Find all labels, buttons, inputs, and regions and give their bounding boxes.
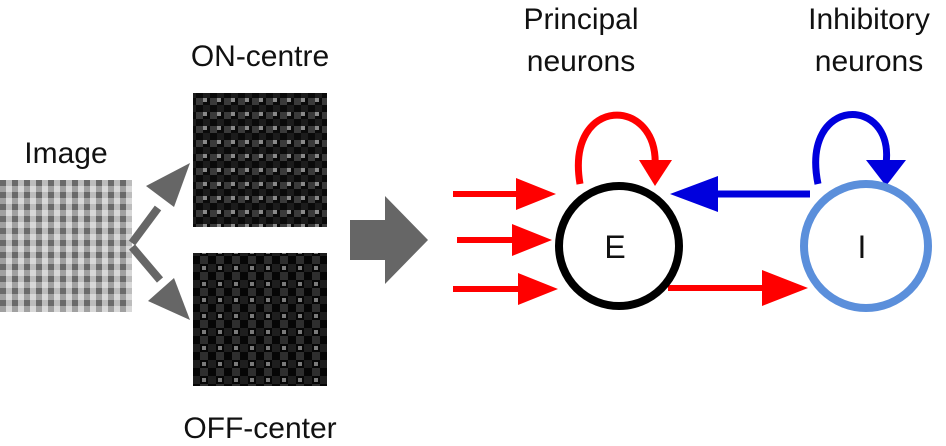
on-centre-label: ON-centre [191, 40, 329, 73]
excitatory-recurrent-arrowhead [639, 160, 672, 186]
input-arrows [453, 178, 558, 305]
input-image-patch [0, 180, 132, 312]
excitatory-node-label: E [604, 229, 625, 265]
split-arrow-head-down [148, 278, 190, 320]
principal-neurons-label-1: Principal [523, 3, 638, 36]
inhibitory-recurrent-loop [812, 111, 891, 185]
inhibitory-node [800, 180, 932, 312]
split-arrows [128, 163, 190, 320]
input-arrow-head [512, 224, 552, 256]
principal-neurons-label-2: neurons [527, 45, 635, 78]
split-arrow-shaft-down [128, 244, 164, 283]
inhibitory-neurons-label-2: neurons [815, 45, 923, 78]
image-label: Image [24, 137, 107, 170]
input-arrow-head [516, 178, 556, 210]
off-center-label: OFF-center [183, 412, 336, 445]
input-arrow-head [518, 273, 558, 305]
split-arrow-shaft [128, 205, 162, 246]
on-centre-patch [193, 93, 327, 227]
flow-arrow [350, 196, 428, 284]
excitatory-node [555, 182, 683, 310]
excitatory-recurrent-loop [574, 111, 659, 185]
e-to-i-arrowhead [762, 270, 808, 306]
split-arrow-head-up [146, 163, 190, 207]
inhibitory-neurons-label-1: Inhibitory [808, 3, 930, 36]
off-center-patch [193, 253, 327, 386]
inhibitory-recurrent-arrowhead [866, 160, 906, 186]
inhibitory-node-label: I [858, 229, 867, 265]
i-to-e-arrowhead [670, 176, 718, 212]
